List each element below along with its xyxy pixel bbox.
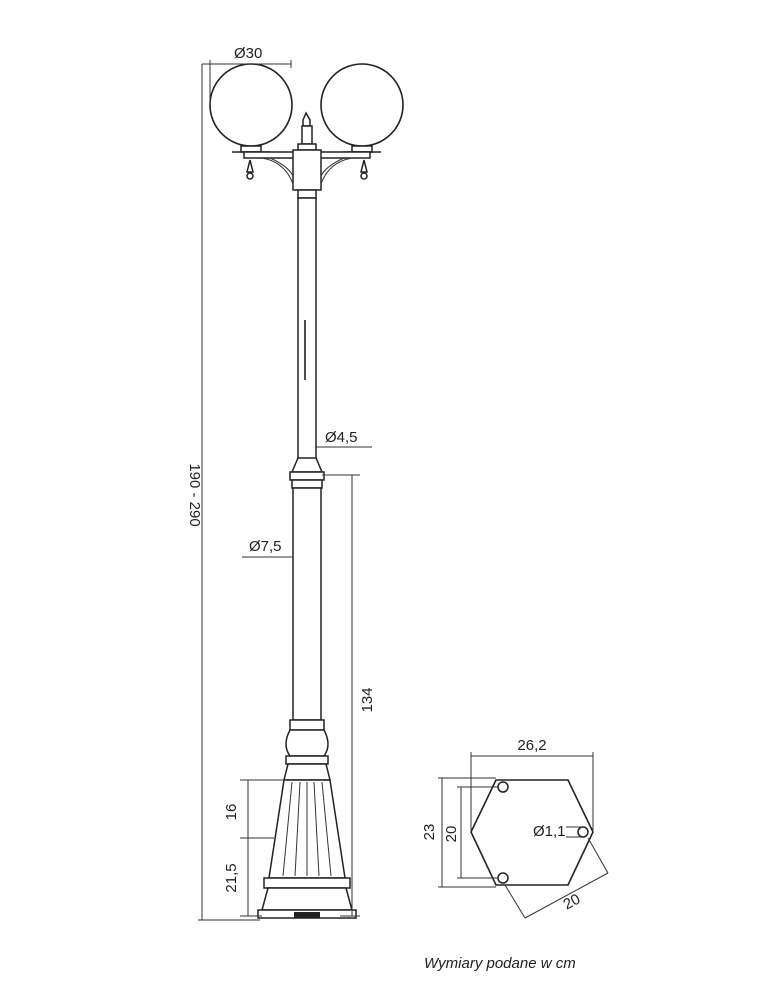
mount-hole-top (497, 781, 509, 793)
pole-height-label: 134 (359, 687, 376, 712)
main-pole (292, 487, 322, 721)
lamp-post (209, 63, 404, 919)
hexagon-plate (470, 779, 594, 886)
base-plate-plan (438, 752, 609, 919)
dimension-lines (198, 60, 372, 921)
globe-diameter-label: Ø30 (234, 45, 262, 62)
mount-hole-right (577, 826, 589, 838)
plate-depth-outer-label: 23 (421, 824, 438, 841)
plate-side-label: 20 (561, 891, 584, 914)
finial (297, 111, 317, 151)
units-note: Wymiary podane w cm (424, 955, 576, 972)
crossarm (243, 149, 371, 199)
mount-hole-bottom (497, 872, 509, 884)
main-pole-diameter-label: Ø7,5 (249, 538, 282, 555)
base-height-label: 21,5 (223, 863, 240, 892)
right-globe (320, 63, 404, 147)
top-pole-diameter-label: Ø4,5 (325, 429, 358, 446)
base-flute-height-label: 16 (223, 804, 240, 821)
upper-pole (297, 197, 317, 479)
hole-diameter-label: Ø1,1 (533, 823, 566, 840)
plate-depth-inner-label: 20 (443, 826, 460, 843)
left-globe (209, 63, 293, 147)
plate-width-label: 26,2 (517, 737, 546, 754)
total-height-label: 190 - 290 (186, 463, 203, 526)
